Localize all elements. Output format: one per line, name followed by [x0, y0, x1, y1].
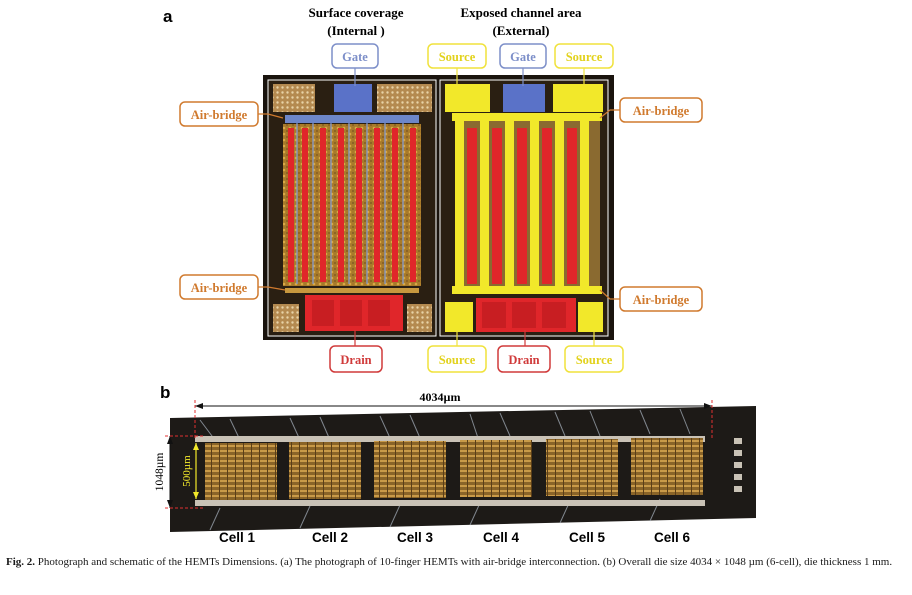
- cell-labels: Cell 1 Cell 2 Cell 3 Cell 4 Cell 5 Cell …: [219, 530, 691, 545]
- source-label-bottom-left: Source: [439, 353, 476, 367]
- label-source-bottom-right: Source: [564, 345, 624, 373]
- right-source-pad-top-right: [553, 84, 603, 112]
- die-cell-1: [205, 443, 277, 500]
- source-label-bottom-right: Source: [576, 353, 613, 367]
- inner-dimension-label: 500µm: [181, 455, 193, 487]
- gate-label-right: Gate: [510, 50, 536, 64]
- die-cell-4: [460, 440, 532, 497]
- height-dimension: 1048µm: [154, 435, 205, 509]
- label-airbridge-bottom-left: Air-bridge: [179, 274, 259, 300]
- die-cells: [205, 438, 703, 500]
- source-label-top-right: Source: [566, 50, 603, 64]
- label-source-bottom-left: Source: [427, 345, 487, 373]
- label-drain-left: Drain: [329, 345, 383, 373]
- label-airbridge-bottom-right: Air-bridge: [619, 286, 703, 312]
- caption-text: Photograph and schematic of the HEMTs Di…: [37, 556, 893, 568]
- right-title-line2: (External): [492, 23, 549, 38]
- drain-label-left: Drain: [340, 353, 371, 367]
- right-hemt-device: [439, 79, 609, 337]
- airbridge-label-bottom-right: Air-bridge: [633, 293, 690, 307]
- panel-b-letter: b: [160, 383, 170, 402]
- left-hemt-device: [267, 79, 437, 337]
- label-source-top-left: Source: [427, 43, 487, 69]
- side-pads: [734, 438, 742, 492]
- airbridge-label-top-right: Air-bridge: [633, 104, 690, 118]
- cell-label-5: Cell 5: [569, 530, 606, 545]
- right-source-pad-top-left: [445, 84, 490, 112]
- cell-label-1: Cell 1: [219, 530, 256, 545]
- die-cell-3: [374, 441, 446, 498]
- right-source-pad-bottom-left: [445, 302, 473, 332]
- label-drain-right: Drain: [497, 345, 551, 373]
- left-gate-bus: [285, 115, 419, 123]
- cell-label-3: Cell 3: [397, 530, 434, 545]
- airbridge-label-bottom-left: Air-bridge: [191, 281, 248, 295]
- leader-lines: [258, 68, 620, 346]
- die-cell-6: [631, 438, 703, 495]
- panel-a-letter: a: [163, 7, 173, 26]
- width-dimension-label: 4034µm: [420, 390, 461, 404]
- cell-label-4: Cell 4: [483, 530, 520, 545]
- gate-label-left: Gate: [342, 50, 368, 64]
- left-title-line1: Surface coverage: [309, 5, 404, 20]
- label-gate-left: Gate: [331, 43, 379, 69]
- left-gate-pad: [334, 84, 372, 112]
- left-title-line2: (Internal ): [327, 23, 384, 38]
- source-label-top-left: Source: [439, 50, 476, 64]
- label-airbridge-top-left: Air-bridge: [179, 101, 259, 127]
- bond-wires: [199, 408, 691, 531]
- label-gate-right: Gate: [499, 43, 547, 69]
- cell-label-6: Cell 6: [654, 530, 691, 545]
- drain-label-right: Drain: [508, 353, 539, 367]
- width-dimension: 4034µm: [194, 390, 713, 440]
- caption-label: Fig. 2.: [6, 556, 36, 568]
- right-title-line1: Exposed channel area: [460, 5, 582, 20]
- label-airbridge-top-right: Air-bridge: [619, 97, 703, 123]
- die-cell-5: [546, 439, 618, 496]
- right-source-pad-bottom-right: [578, 302, 603, 332]
- die-cell-2: [289, 442, 361, 499]
- height-dimension-label: 1048µm: [154, 453, 166, 492]
- left-red-fingers: [288, 128, 416, 282]
- pad-rows: [195, 436, 705, 506]
- figure-caption: Fig. 2. Photograph and schematic of the …: [6, 555, 906, 570]
- right-gate-pad: [503, 84, 545, 112]
- cell-label-2: Cell 2: [312, 530, 348, 545]
- label-source-top-right: Source: [554, 43, 614, 69]
- airbridge-label-top-left: Air-bridge: [191, 108, 248, 122]
- inner-dimension: 500µm: [181, 443, 199, 499]
